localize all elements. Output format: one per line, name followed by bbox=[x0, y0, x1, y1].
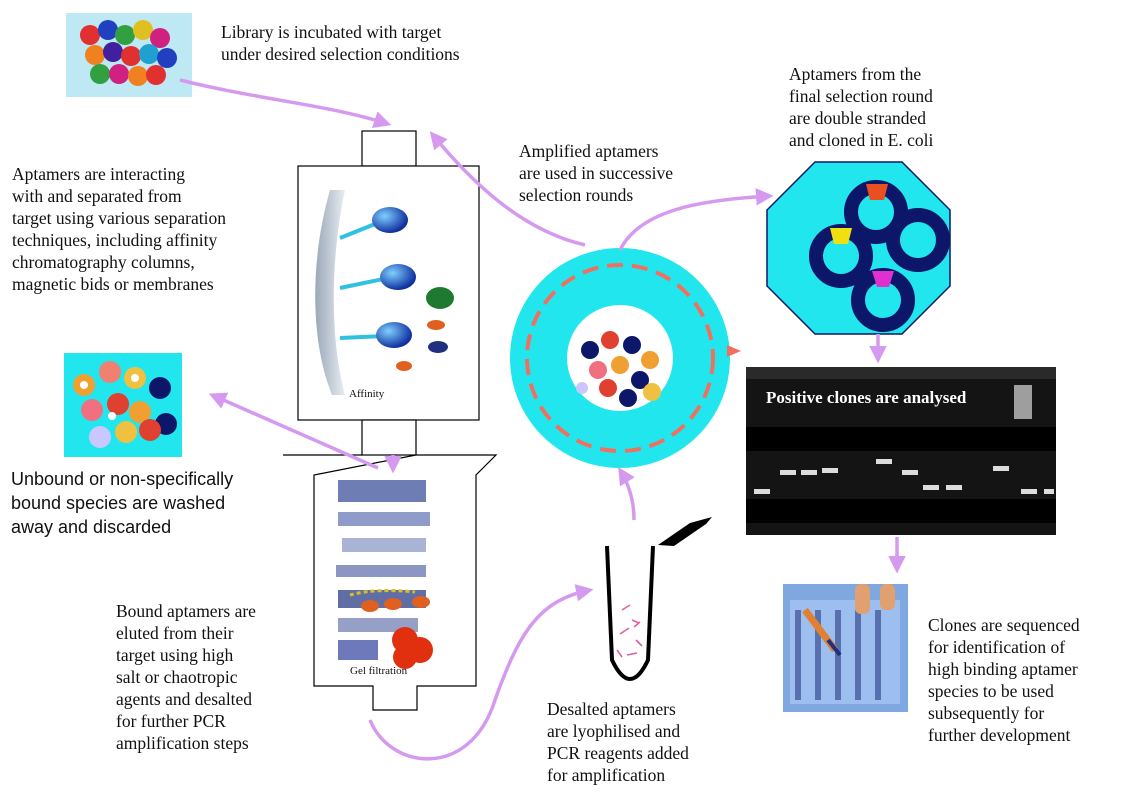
annotation-bound: Bound aptamers are eluted from their tar… bbox=[116, 601, 256, 753]
arrow-column-to-tube bbox=[368, 584, 594, 761]
process-arrows bbox=[179, 78, 906, 761]
gel-label: Positive clones are analysed bbox=[766, 388, 967, 407]
annotation-final-round: Aptamers from the final selection round … bbox=[789, 64, 934, 150]
arrow-tube-to-ring bbox=[618, 467, 636, 521]
cloning-octagon bbox=[766, 161, 951, 335]
pcr-tube bbox=[605, 517, 712, 681]
affinity-column bbox=[297, 130, 480, 456]
annotation-clones: Clones are sequenced for identification … bbox=[928, 615, 1080, 745]
affinity-label: Affinity bbox=[349, 388, 385, 400]
gel-electrophoresis-image: Positive clones are analysed bbox=[746, 367, 1056, 535]
annotation-separation: Aptamers are interacting with and separa… bbox=[12, 164, 226, 294]
annotation-amplified: Amplified aptamers are used in successiv… bbox=[519, 141, 674, 205]
arrow-ring-to-octagon bbox=[618, 188, 774, 251]
arrow-ring-to-column bbox=[429, 131, 586, 247]
annotation-library: Library is incubated with target under d… bbox=[221, 22, 460, 64]
library-image bbox=[66, 13, 192, 97]
gel-bands bbox=[746, 367, 1056, 523]
unbound-species-image bbox=[64, 353, 182, 457]
annotation-unbound: Unbound or non-specifically bound specie… bbox=[11, 469, 234, 537]
sequencing-image bbox=[783, 584, 908, 712]
selection-round-ring bbox=[510, 248, 741, 468]
gel-filtration-label: Gel filtration bbox=[350, 665, 408, 677]
arrow-library-to-column bbox=[179, 78, 392, 128]
gel-filtration-column bbox=[283, 454, 498, 711]
annotation-desalted: Desalted aptamers are lyophilised and PC… bbox=[547, 699, 689, 785]
arrow-column-to-unbound bbox=[208, 392, 379, 470]
